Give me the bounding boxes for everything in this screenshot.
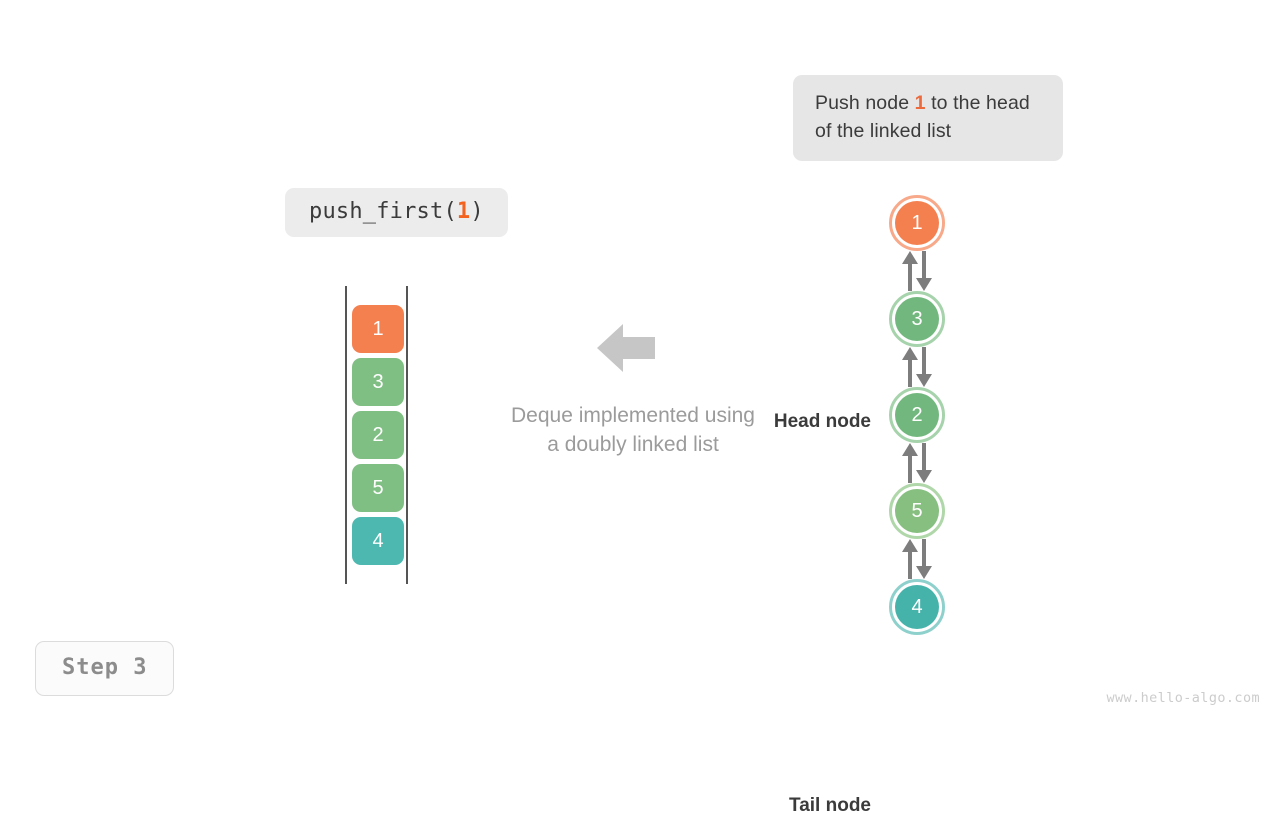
deque-item-list: 1 3 2 5 4 [352,305,404,565]
code-suffix: ) [470,199,484,224]
node-link-double-arrow-icon [897,251,937,291]
deque-rail-right [406,286,408,584]
deque-item: 5 [352,464,404,512]
deque-item: 3 [352,358,404,406]
linked-list-container: Head node Tail node 1 3 2 5 4 [774,195,951,816]
head-node-label: Head node [773,411,871,432]
site-watermark: www.hello-algo.com [1106,690,1260,706]
linked-list-node: 3 [889,291,945,347]
node-link-double-arrow-icon [897,443,937,483]
code-argument: 1 [456,199,471,224]
callout-accent-value: 1 [914,92,926,114]
node-value: 2 [895,393,939,437]
linked-list-node: 2 [889,387,945,443]
step-badge: Step 3 [35,641,175,696]
node-value: 4 [895,585,939,629]
tail-node-label: Tail node [789,795,871,816]
push-callout: Push node 1 to the head of the linked li… [793,75,1063,161]
callout-text-before: Push node [815,92,915,114]
deque-item: 4 [352,517,404,565]
caption-line-1: Deque implemented using [511,404,755,427]
code-prefix: push_first( [309,199,457,224]
deque-container: 1 3 2 5 4 [344,286,410,584]
deque-item: 2 [352,411,404,459]
node-value: 5 [895,489,939,533]
node-link-double-arrow-icon [897,347,937,387]
node-value: 1 [895,201,939,245]
node-link-double-arrow-icon [897,539,937,579]
caption-line-2: a doubly linked list [547,433,719,456]
deque-item: 1 [352,305,404,353]
operation-code-label: push_first(1) [285,188,508,237]
linked-list-node: 4 [889,579,945,635]
linked-list-node: 5 [889,483,945,539]
node-value: 3 [895,297,939,341]
callout-text-after: to the head of the linked list [815,92,1030,142]
left-arrow-icon [597,322,655,374]
deque-rail-left [345,286,347,584]
diagram-caption: Deque implemented using a doubly linked … [453,401,813,459]
linked-list-node: 1 [889,195,945,251]
